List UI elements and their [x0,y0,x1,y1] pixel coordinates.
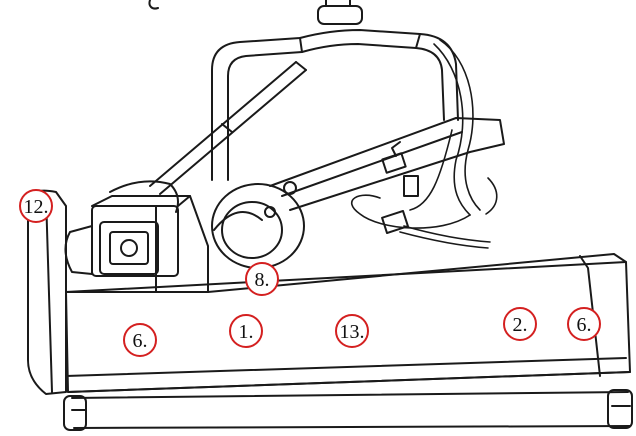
rear-roller [63,389,633,431]
callout-circle-c6b [567,307,601,341]
callout-circle-c1 [229,314,263,348]
callout-label-c2: 2. [513,314,528,336]
pulley-disc [211,181,305,269]
callout-label-c6a: 6. [133,330,148,352]
callout-circle-c12 [19,189,53,223]
callout-circle-c2 [503,307,537,341]
callout-circle-c6a [123,323,157,357]
callout-label-c8: 8. [255,269,270,291]
mower-housing [65,253,631,393]
drive-shaft [149,61,307,195]
top-hitch [317,0,363,25]
callout-circle-c13 [335,314,369,348]
callout-layer: 12. 8. 6. 1. 13. 2. 6. [19,189,601,357]
callout-label-c6b: 6. [577,314,592,336]
callout-label-c13: 13. [340,321,365,343]
side-arm [269,117,505,235]
callout-label-c1: 1. [239,321,254,343]
top-hook [148,0,159,10]
callout-label-c12: 12. [24,196,49,218]
gearbox [64,180,209,293]
callout-circle-c8 [245,262,279,296]
hydraulic-hoses [351,39,498,249]
tubular-frame [211,29,459,181]
